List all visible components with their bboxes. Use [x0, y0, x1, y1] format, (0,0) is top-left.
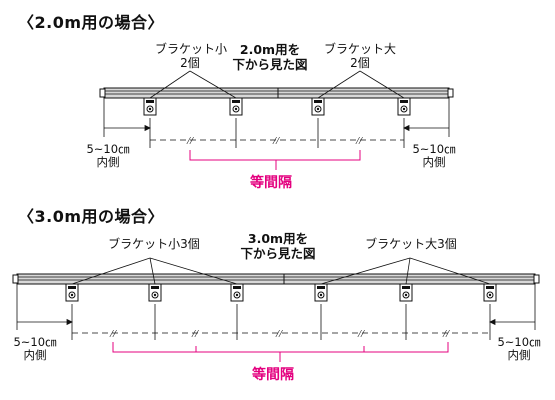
left-offset-label-2m: 5~10㎝ 内側	[86, 142, 130, 169]
bracket-large-icon	[311, 97, 325, 116]
svg-text://: //	[272, 135, 280, 147]
view-from-below-label-2m: 2.0m用を 下から見た図	[232, 42, 308, 72]
svg-text://: //	[275, 328, 283, 340]
bracket-large-icon	[399, 283, 413, 302]
bracket-small-icon	[230, 283, 244, 302]
equal-spacing-bracket-2m	[189, 150, 361, 170]
svg-text://: //	[355, 135, 363, 147]
offset-dimension-3m	[17, 318, 535, 326]
svg-text://: //	[442, 328, 450, 340]
bracket-large-label-2m: ブラケット大 2個	[323, 42, 396, 70]
equal-spacing-label-3m: 等間隔	[252, 367, 294, 383]
section-2m-drawing: // // //	[99, 70, 454, 170]
leaders-2m	[149, 70, 405, 99]
bracket-large-icon	[483, 283, 497, 302]
right-offset-label-2m: 5~10㎝ 内側	[412, 142, 456, 169]
equal-spacing-bracket-3m	[112, 342, 449, 362]
bracket-small-icon	[143, 97, 157, 116]
right-offset-label-3m: 5~10㎝ 内側	[497, 335, 541, 362]
bracket-small-icon	[229, 97, 243, 116]
bracket-small-label-2m: ブラケット小 2個	[155, 42, 228, 70]
bracket-large-icon	[397, 97, 411, 116]
bracket-small-icon	[148, 283, 162, 302]
section-2m-heading: 〈2.0m用の場合〉	[18, 13, 165, 32]
bracket-large-label-3m: ブラケット大3個	[365, 237, 457, 251]
rail-2m	[99, 87, 454, 99]
rail-3m	[12, 273, 540, 285]
view-from-below-label-3m: 3.0m用を 下から見た図	[240, 231, 316, 261]
left-offset-label-3m: 5~10㎝ 内側	[13, 335, 57, 362]
leaders-3m	[71, 257, 491, 285]
svg-text://: //	[357, 328, 365, 340]
svg-text://: //	[191, 328, 199, 340]
offset-dimension-2m	[104, 124, 449, 132]
section-3m-drawing: // // // // //	[12, 257, 540, 362]
svg-text://: //	[109, 328, 117, 340]
equal-spacing-label-2m: 等間隔	[250, 175, 292, 191]
bracket-small-icon	[65, 283, 79, 302]
bracket-large-icon	[314, 283, 328, 302]
section-3m-heading: 〈3.0m用の場合〉	[18, 207, 165, 226]
bracket-small-label-3m: ブラケット小3個	[108, 237, 200, 251]
svg-text://: //	[186, 135, 194, 147]
